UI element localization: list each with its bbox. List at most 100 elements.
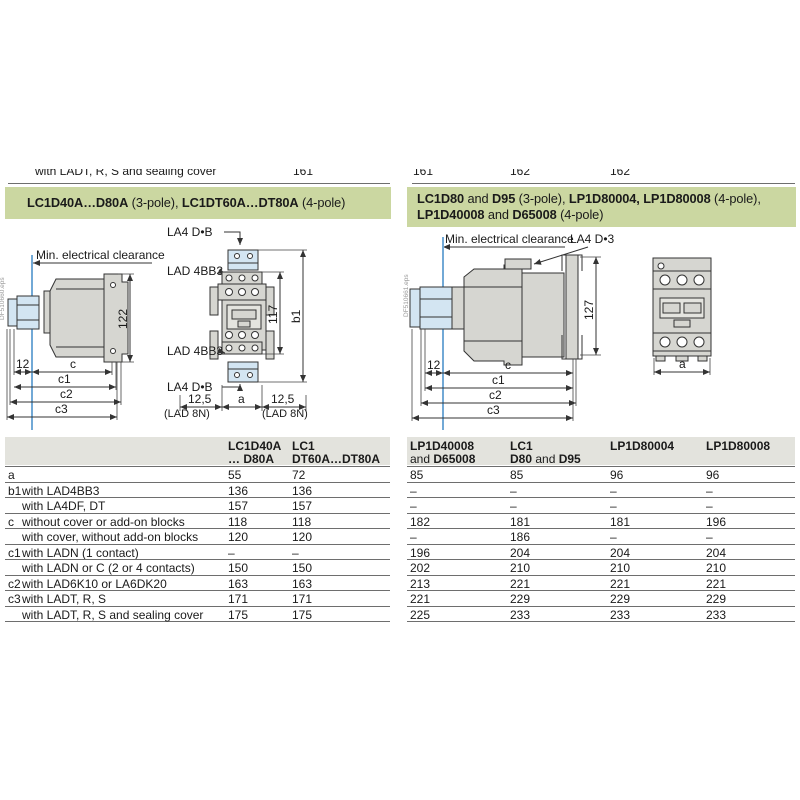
cell-value: 171 (292, 592, 313, 606)
cell-value: 150 (228, 561, 249, 575)
text-segment: and (410, 452, 434, 466)
lad-bottom-label: LAD 4BB3 (167, 344, 223, 358)
mounting-plate (565, 254, 579, 360)
text-segment: LC1D40A (228, 439, 282, 453)
add-on-block (7, 298, 18, 327)
col-header-lp1d80004: LP1D80004 (610, 438, 674, 453)
text-segment: LP1D40008 (410, 439, 475, 453)
text-segment: LP1D80008 (706, 439, 771, 453)
lad-top-label: LAD 4BB3 (167, 264, 223, 278)
cell-value: 210 (706, 561, 727, 575)
col-header-lp1d40008: LP1D40008 and D65008 (410, 438, 475, 466)
col-header-line: LC1 (510, 440, 581, 453)
cell-value: – (706, 530, 713, 544)
add-on-block (409, 288, 421, 328)
cell-value: 229 (510, 592, 531, 606)
right-front-view-drawing: a (652, 257, 712, 375)
text-segment: D65008 (433, 452, 476, 466)
dim-c1: c1 (58, 372, 71, 386)
fragment-label: with LADT, R, S and sealing cover (35, 169, 217, 178)
text-segment: LP1D80004 (610, 439, 675, 453)
left-side-view-drawing: DF510660.eps Min. electrical clearance 1… (0, 248, 165, 430)
row-label: with LAD6K10 or LA6DK20 (22, 576, 167, 591)
cell-value: – (610, 499, 617, 513)
contactor-body (49, 273, 129, 363)
text-segment: LC1 (510, 439, 533, 453)
cell-value: – (510, 483, 517, 498)
text-segment: D80 (510, 452, 533, 466)
cell-value: 221 (510, 576, 531, 591)
cell-value: – (228, 545, 235, 560)
cell-value: 85 (410, 468, 424, 482)
lad8n-right: (LAD 8N) (262, 408, 308, 420)
dim-b1: b1 (289, 309, 303, 323)
cell-value: 229 (610, 592, 631, 606)
text-segment: LC1D40A…D80A (27, 195, 129, 210)
clearance-label: Min. electrical clearance (36, 248, 165, 262)
text-segment: (4-pole), (710, 191, 761, 206)
row-label: with LA4DF, DT (22, 499, 106, 513)
la4-label: LA4 D•3 (570, 232, 615, 246)
cell-value: 204 (510, 545, 531, 560)
text-segment: (4-pole) (556, 207, 604, 222)
cell-value: – (410, 499, 417, 513)
row-label: with LADT, R, S (22, 592, 107, 606)
clearance-label: Min. electrical clearance (445, 232, 574, 246)
row-key: c2 (8, 576, 21, 591)
col-header-lp1d80008: LP1D80008 (706, 438, 770, 453)
la4-bottom-label: LA4 D•B (167, 380, 213, 394)
cell-value: – (410, 483, 417, 498)
dim-12-5-left: 12,5 (188, 392, 212, 406)
cell-value: 120 (228, 530, 249, 544)
row-label: with LADN (1 contact) (22, 545, 139, 560)
lad8n-left: (LAD 8N) (164, 408, 210, 420)
cell-value: 175 (292, 607, 313, 622)
col-header-line: LC1 (292, 440, 380, 453)
cell-value: 196 (706, 514, 727, 529)
text-segment: LC1 (292, 439, 315, 453)
text-segment: and (464, 191, 493, 206)
dim-c2: c2 (489, 388, 502, 402)
cell-value: 157 (228, 499, 249, 513)
col-header-lc1d40a: LC1D40A … D80A (228, 438, 281, 466)
cell-value: 221 (706, 576, 727, 591)
table-row: –186–– (407, 528, 795, 544)
dim-c1: c1 (492, 373, 505, 387)
dim-c2: c2 (60, 387, 73, 401)
middle-front-view-drawing: LA4 D•B LAD 4BB3 LAD 4BB3 LA4 D•B 117 b1 (164, 225, 308, 420)
header-line: LC1D80 and D95 (3-pole), LP1D80004, LP1D… (417, 191, 796, 207)
cell-value: 96 (610, 468, 624, 482)
table-row: –––– (407, 481, 795, 498)
cell-value: 225 (410, 607, 431, 622)
cell-value: 55 (228, 468, 242, 482)
row-label: with cover, without add-on blocks (22, 530, 199, 544)
row-key: b1 (8, 483, 22, 498)
cell-value: 221 (610, 576, 631, 591)
right-side-view-drawing: DF510661.eps Min. electrical clearance L… (403, 232, 615, 430)
cell-value: 175 (228, 607, 249, 622)
dim-a: a (679, 357, 686, 371)
cell-value: 221 (410, 592, 431, 606)
row-label: without cover or add-on blocks (22, 514, 185, 529)
text-segment: DT60A…DT80A (292, 452, 381, 466)
fragment-value: 162 (510, 169, 531, 178)
dim-127: 127 (582, 300, 596, 320)
col-header-lc1dt60a: LC1 DT60A…DT80A (292, 438, 380, 466)
dim-c3: c3 (55, 402, 68, 416)
cell-value: 118 (292, 514, 312, 529)
cell-value: 213 (410, 576, 431, 591)
section-header-left: LC1D40A…D80A (3-pole), LC1DT60A…DT80A (4… (5, 187, 391, 219)
text-segment: D95 (558, 452, 581, 466)
cell-value: 118 (228, 514, 248, 529)
dim-c: c (505, 358, 511, 372)
cell-value: 182 (410, 514, 431, 529)
text-segment: (4-pole) (298, 195, 346, 210)
cell-value: 72 (292, 468, 306, 482)
col-header-line: and D65008 (410, 453, 475, 466)
row-label: with LAD4BB3 (22, 483, 100, 498)
col-header-lc1d80: LC1 D80 and D95 (510, 438, 581, 466)
